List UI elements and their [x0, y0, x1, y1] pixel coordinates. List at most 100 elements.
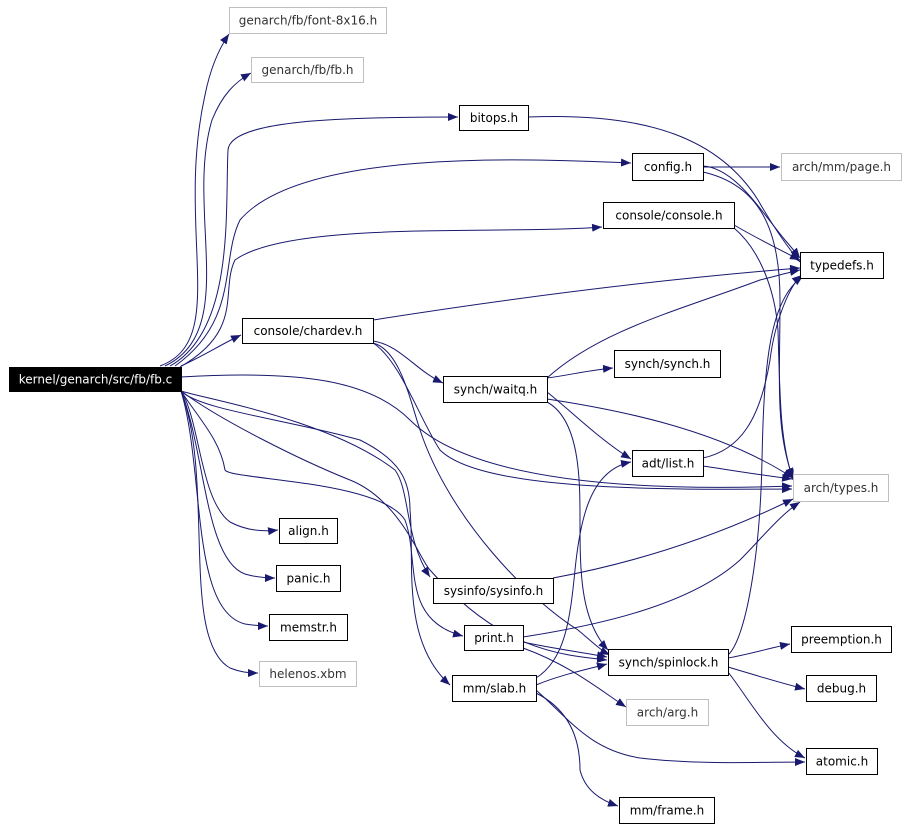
node-synch-synch-h[interactable]: synch/synch.h [614, 350, 721, 378]
node-label: print.h [474, 631, 514, 645]
edge-spinlock-to-typedefs [727, 275, 804, 656]
edge-sysinfo-to-types [552, 498, 794, 579]
node-label: synch/synch.h [625, 357, 711, 371]
node-box [619, 797, 715, 824]
node-panic-h[interactable]: panic.h [276, 565, 341, 592]
node-label: kernel/genarch/src/fb/fb.c [19, 373, 173, 387]
node-debug-h[interactable]: debug.h [806, 675, 877, 702]
edge-print-to-spinlock [522, 641, 608, 660]
node-label: sysinfo/sysinfo.h [444, 584, 543, 598]
edge-root-to-bitops [169, 113, 459, 367]
node-genarch-fb-font-8x16-h[interactable]: genarch/fb/font-8x16.h [229, 7, 387, 34]
edge-spinlock-to-debug [727, 666, 806, 691]
node-genarch-fb-fb-h[interactable]: genarch/fb/fb.h [251, 57, 364, 83]
edge-waitq-to-typedefs [546, 268, 801, 379]
node-typedefs-h[interactable]: typedefs.h [800, 252, 884, 279]
node-box [614, 350, 721, 378]
edge-slab-to-list [535, 460, 632, 679]
node-box [452, 675, 537, 702]
edge-root-to-config [174, 158, 632, 367]
node-label: console/chardev.h [254, 324, 363, 338]
node-label: typedefs.h [810, 259, 874, 273]
node-box [608, 649, 729, 676]
node-label: arch/mm/page.h [792, 160, 891, 174]
node-box [793, 474, 889, 502]
node-arch-mm-page-h[interactable]: arch/mm/page.h [781, 153, 902, 181]
node-mm-slab-h[interactable]: mm/slab.h [452, 675, 537, 702]
node-print-h[interactable]: print.h [464, 625, 524, 651]
node-bitops-h[interactable]: bitops.h [459, 105, 529, 131]
edge-slab-to-spinlock [535, 662, 608, 686]
node-align-h[interactable]: align.h [279, 518, 338, 544]
dependency-edges [159, 33, 806, 807]
node-label: adt/list.h [642, 457, 695, 471]
node-box [443, 376, 548, 403]
node-box [603, 202, 735, 229]
node-console-console-h[interactable]: console/console.h [603, 202, 735, 229]
node-label: atomic.h [816, 755, 868, 769]
edge-root-to-align [180, 390, 279, 536]
node-box [242, 318, 374, 344]
node-box [279, 518, 338, 544]
node-box [806, 748, 878, 775]
node-adt-list-h[interactable]: adt/list.h [632, 450, 704, 477]
node-box [276, 565, 341, 592]
node-helenos-xbm[interactable]: helenos.xbm [259, 661, 357, 687]
edge-chardev-to-types [372, 342, 793, 494]
edge-root-to-memstr [180, 390, 269, 630]
node-label: synch/waitq.h [454, 383, 537, 397]
node-box [632, 153, 704, 181]
edge-root-to-helenos [180, 390, 259, 677]
node-label: genarch/fb/fb.h [261, 63, 353, 77]
node-label: helenos.xbm [269, 667, 346, 681]
node-box [459, 105, 529, 131]
node-label: mm/slab.h [463, 682, 526, 696]
edge-config-to-types [702, 171, 794, 479]
edge-waitq-to-list [546, 391, 632, 460]
edge-print-to-types [522, 501, 801, 638]
node-atomic-h[interactable]: atomic.h [806, 748, 878, 775]
node-label: debug.h [817, 682, 866, 696]
node-box [626, 699, 709, 726]
edge-root-to-slab [180, 390, 451, 686]
node-arch-arg-h[interactable]: arch/arg.h [626, 699, 709, 726]
edge-list-to-typedefs [702, 274, 803, 459]
edge-console-to-typedefs [733, 224, 801, 261]
node-sysinfo-sysinfo-h[interactable]: sysinfo/sysinfo.h [433, 578, 554, 604]
node-synch-spinlock-h[interactable]: synch/spinlock.h [608, 649, 729, 676]
node-config-h[interactable]: config.h [632, 153, 704, 181]
node-memstr-h[interactable]: memstr.h [269, 614, 348, 641]
node-kernel-genarch-src-fb-fb-c[interactable]: kernel/genarch/src/fb/fb.c [9, 367, 182, 392]
edge-spinlock-to-atomic [727, 671, 806, 759]
edge-chardev-to-waitq [372, 340, 444, 384]
node-label: synch/spinlock.h [619, 656, 719, 670]
edge-chardev-to-spinlock [372, 342, 611, 656]
edge-waitq-to-spinlock [546, 401, 609, 651]
edge-root-to-console [179, 223, 603, 368]
node-arch-types-h[interactable]: arch/types.h [793, 474, 889, 502]
node-label: preemption.h [801, 633, 882, 647]
edge-root-to-chardev [180, 334, 242, 367]
node-box [464, 625, 524, 651]
edge-console-to-types [733, 227, 794, 481]
node-synch-waitq-h[interactable]: synch/waitq.h [443, 376, 548, 403]
node-label: config.h [644, 160, 692, 174]
node-box [781, 153, 902, 181]
node-box [800, 252, 884, 279]
edge-root-to-spinlock [180, 390, 608, 663]
node-label: arch/types.h [804, 481, 879, 495]
edge-print-to-arg [522, 647, 627, 708]
node-preemption-h[interactable]: preemption.h [791, 626, 892, 653]
edge-root-to-sysinfo [180, 390, 431, 578]
node-mm-frame-h[interactable]: mm/frame.h [619, 797, 715, 824]
edge-slab-to-frame [535, 692, 619, 807]
node-console-chardev-h[interactable]: console/chardev.h [242, 318, 374, 344]
node-box [806, 675, 877, 702]
node-box [251, 57, 364, 83]
edge-list-to-types [702, 465, 793, 482]
edge-root-to-font [159, 33, 230, 367]
node-label: genarch/fb/font-8x16.h [239, 14, 377, 28]
node-label: bitops.h [470, 111, 518, 125]
node-box [269, 614, 348, 641]
